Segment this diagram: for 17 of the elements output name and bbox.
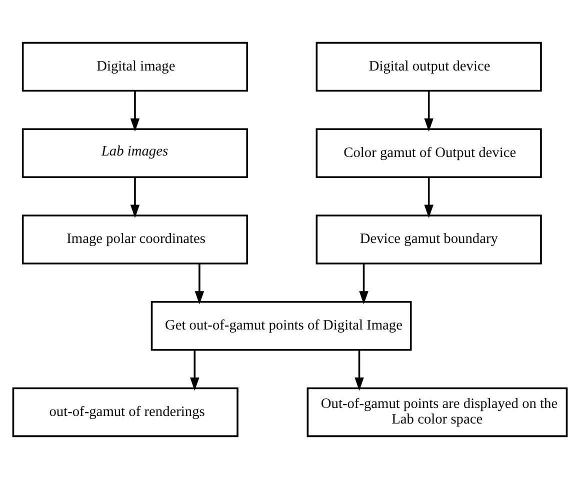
node-box: Get out-of-gamut points of Digital Image — [150, 300, 412, 350]
arrow — [194, 263, 204, 304]
node-box: out-of-gamut of renderings — [12, 386, 238, 437]
arrow — [190, 349, 200, 390]
node-box: Lab images — [22, 128, 248, 178]
node-box: Device gamut boundary — [316, 214, 542, 264]
arrow — [424, 176, 434, 218]
node-box: Digital image — [22, 41, 248, 92]
arrow — [424, 90, 434, 132]
arrow — [130, 90, 140, 132]
node-box: Out-of-gamut points are displayed on the Lab color space — [306, 386, 568, 437]
arrow — [130, 176, 140, 218]
node-box: Digital output device — [316, 41, 542, 92]
arrow — [359, 263, 368, 304]
node-box: Image polar coordinates — [22, 214, 248, 264]
node-box: Color gamut of Output device — [316, 128, 542, 178]
arrow — [354, 349, 364, 390]
